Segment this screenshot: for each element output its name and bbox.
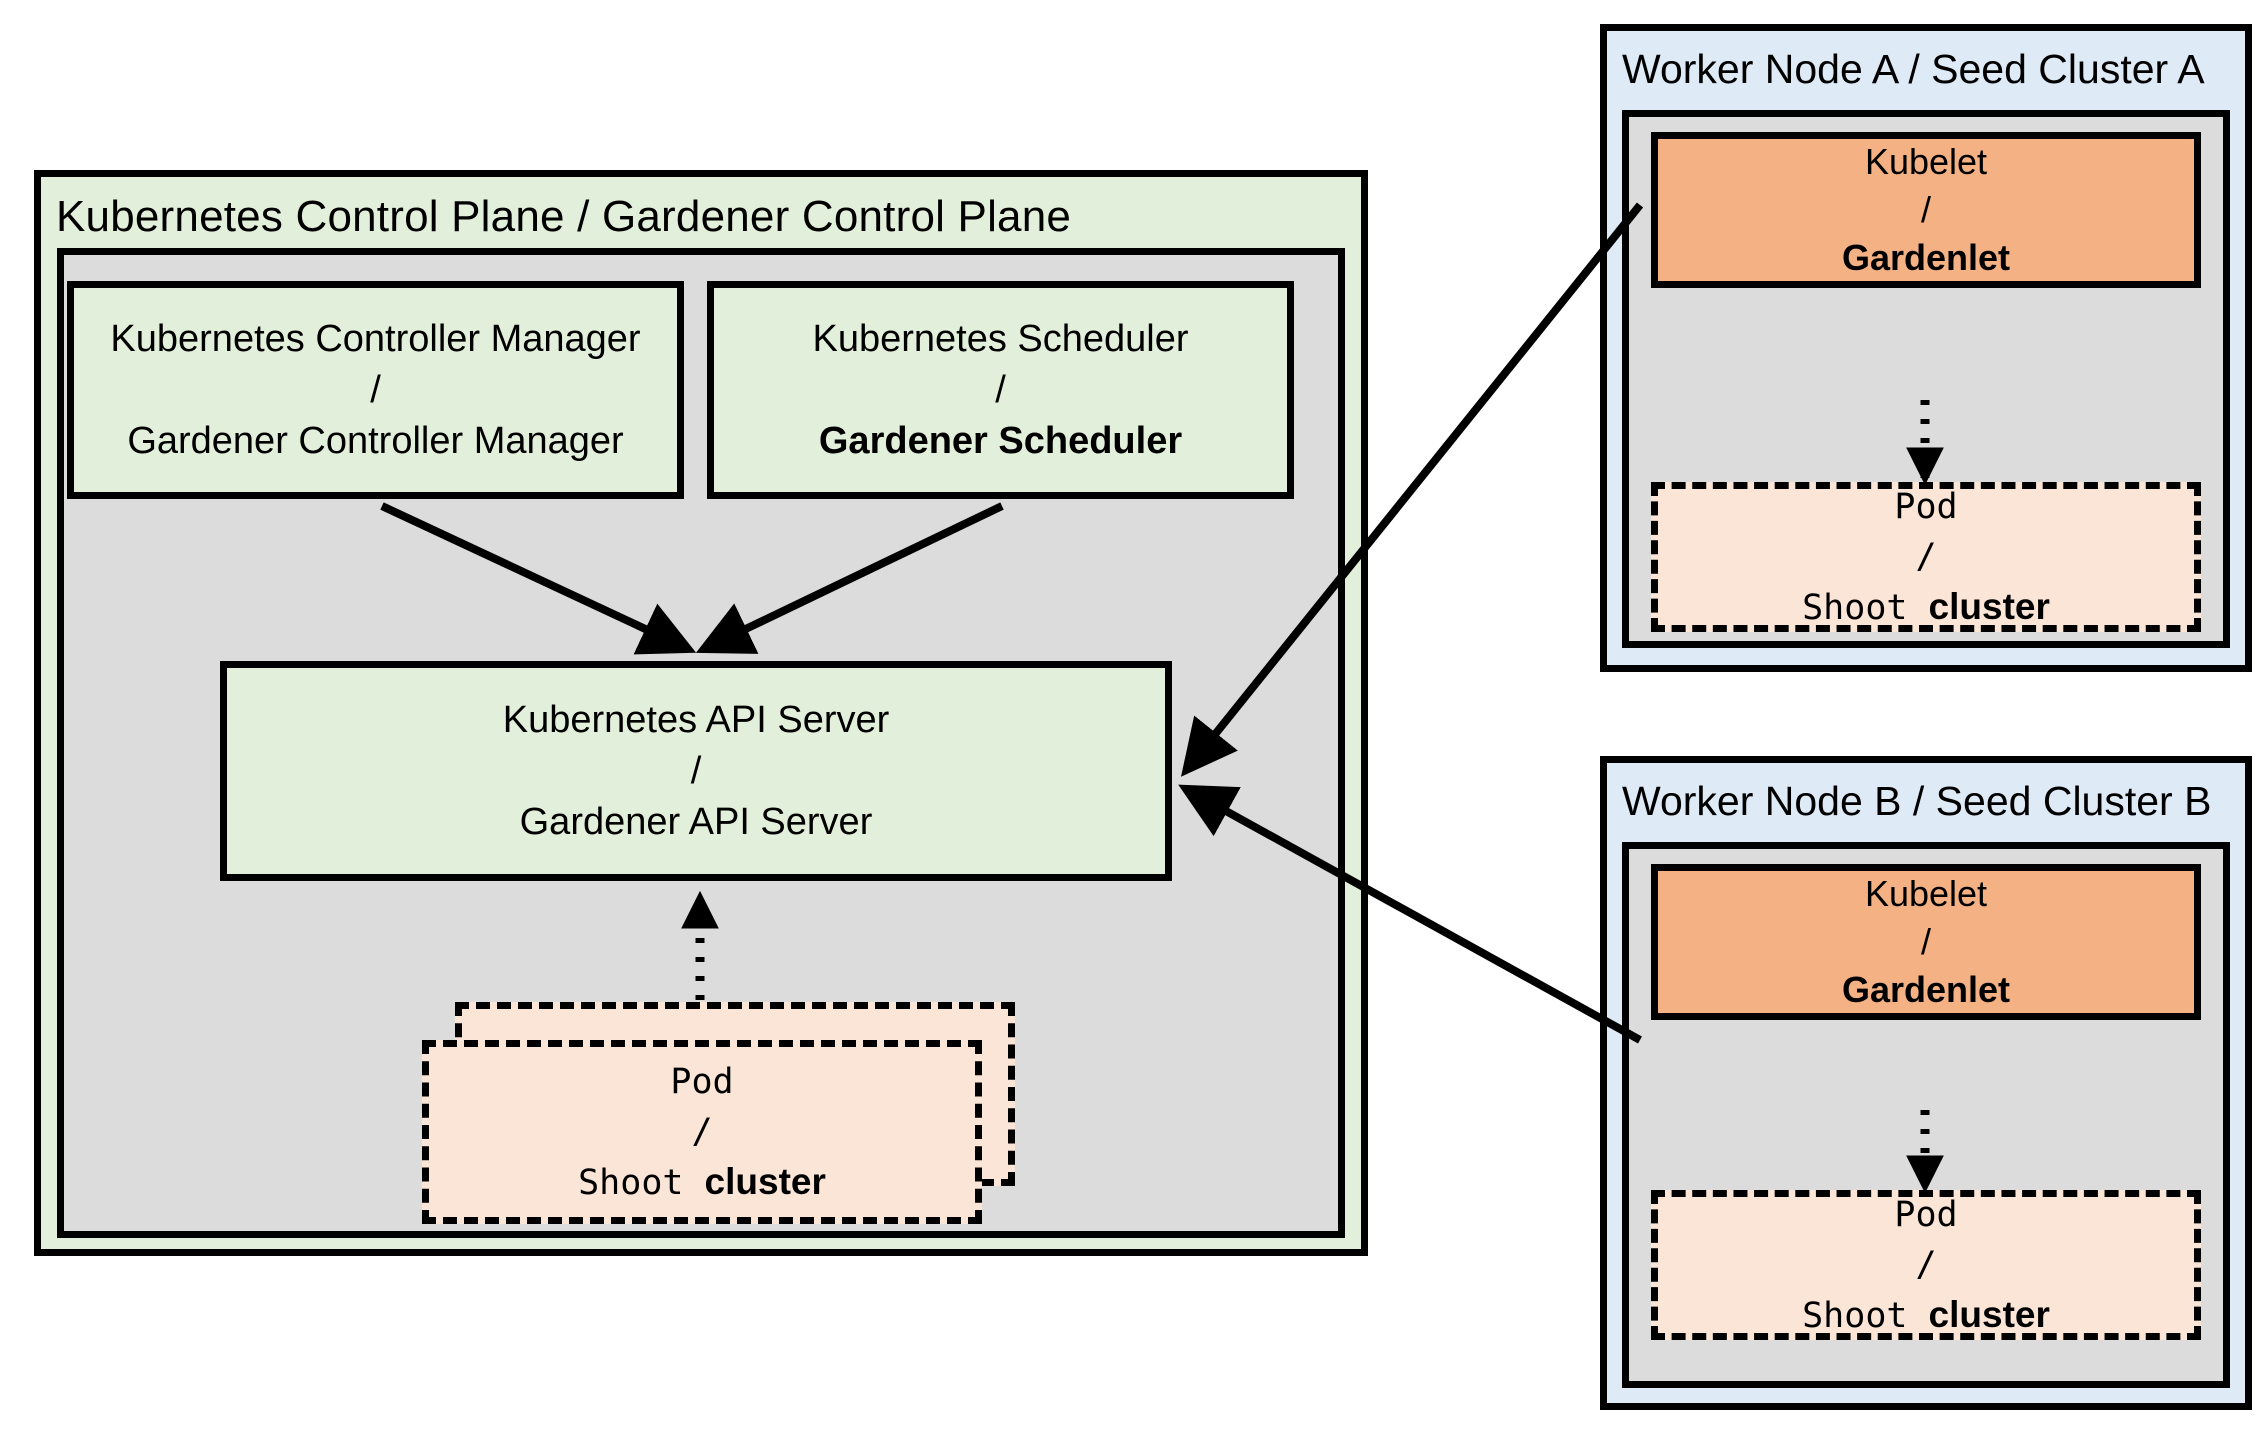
worker-node-a-pod-box[interactable]: Pod / Shoot cluster xyxy=(1651,482,2201,632)
worker-node-b-pod-line2-bold: cluster xyxy=(1928,1293,2050,1335)
worker-node-a-kubelet-separator: / xyxy=(1920,189,1931,230)
api-server-line2: Gardener API Server xyxy=(519,801,873,843)
worker-node-a-pod-separator: / xyxy=(1915,536,1937,577)
worker-node-a-kubelet-box[interactable]: Kubelet / Gardenlet xyxy=(1651,132,2201,288)
worker-node-b-kubelet-line1: Kubelet xyxy=(1864,873,1988,914)
scheduler-line1: Kubernetes Scheduler xyxy=(812,318,1189,360)
scheduler-separator: / xyxy=(995,369,1006,411)
worker-node-b-kubelet-separator: / xyxy=(1920,921,1931,962)
worker-node-a-pod-line2-mono: Shoot xyxy=(1802,587,1929,628)
controller-manager-line1: Kubernetes Controller Manager xyxy=(110,318,641,360)
api-server-separator: / xyxy=(690,750,702,792)
scheduler-line2: Gardener Scheduler xyxy=(818,420,1183,462)
control-plane-pod-line2: Shoot cluster xyxy=(578,1157,826,1208)
worker-node-a-kubelet-line1: Kubelet xyxy=(1864,141,1988,182)
control-plane-pod-line2-mono: Shoot xyxy=(578,1162,705,1203)
worker-node-b-pod-line2-mono: Shoot xyxy=(1802,1295,1929,1336)
worker-node-b-pod-line2: Shoot cluster xyxy=(1802,1290,2050,1341)
control-plane-pod-line2-bold: cluster xyxy=(704,1160,826,1202)
kubernetes-scheduler-box[interactable]: Kubernetes Scheduler / Gardener Schedule… xyxy=(707,281,1294,499)
worker-node-b-pod-box[interactable]: Pod / Shoot cluster xyxy=(1651,1190,2201,1340)
kubernetes-controller-manager-box[interactable]: Kubernetes Controller Manager / Gardener… xyxy=(67,281,684,499)
worker-node-b-title: Worker Node B / Seed Cluster B xyxy=(1622,778,2212,824)
kubernetes-api-server-box[interactable]: Kubernetes API Server / Gardener API Ser… xyxy=(220,661,1172,881)
control-plane-title: Kubernetes Control Plane / Gardener Cont… xyxy=(56,192,1072,241)
worker-node-a-pod-line2-bold: cluster xyxy=(1928,585,2050,627)
worker-node-b-kubelet-box[interactable]: Kubelet / Gardenlet xyxy=(1651,864,2201,1020)
worker-node-b-pod-separator: / xyxy=(1915,1244,1937,1285)
api-server-line1: Kubernetes API Server xyxy=(502,699,890,741)
worker-node-a-title: Worker Node A / Seed Cluster A xyxy=(1622,46,2205,92)
worker-node-b-pod-line1: Pod xyxy=(1894,1194,1958,1235)
worker-node-a-pod-line1: Pod xyxy=(1894,486,1958,527)
worker-node-b-kubelet-line2: Gardenlet xyxy=(1841,969,2011,1010)
worker-node-a-kubelet-line2: Gardenlet xyxy=(1841,237,2011,278)
control-plane-pod-separator: / xyxy=(691,1111,713,1152)
worker-node-a-pod-line2: Shoot cluster xyxy=(1802,582,2050,633)
controller-manager-separator: / xyxy=(370,369,381,411)
controller-manager-line2: Gardener Controller Manager xyxy=(127,420,624,462)
control-plane-pod-line1: Pod xyxy=(670,1061,734,1102)
control-plane-pod-box[interactable]: Pod / Shoot cluster xyxy=(422,1040,982,1224)
